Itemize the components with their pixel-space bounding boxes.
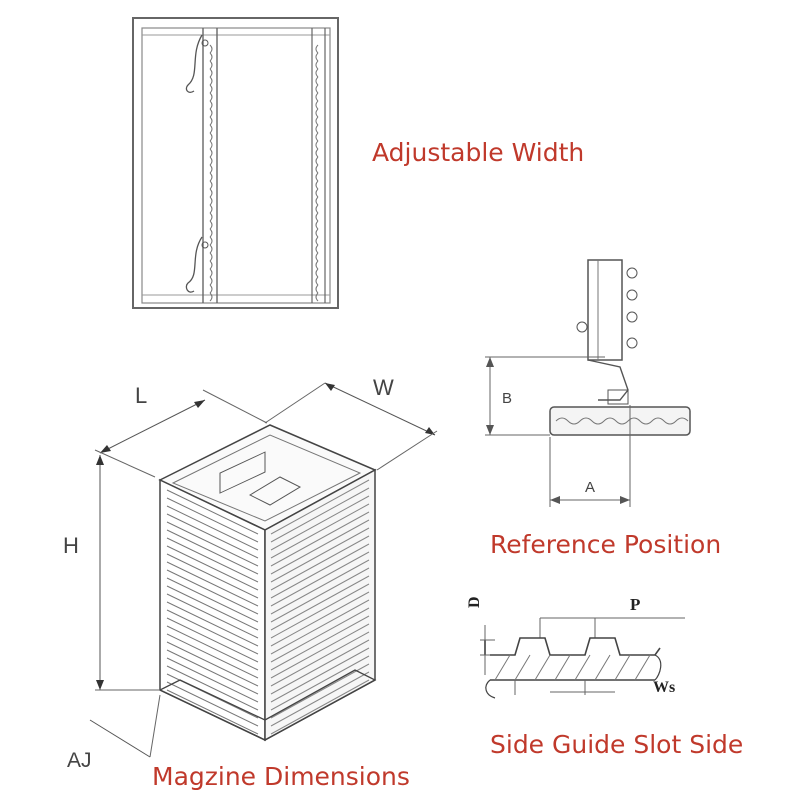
label-h: H xyxy=(63,533,79,558)
label-d: D xyxy=(466,596,483,608)
reference-position-diagram: B A xyxy=(470,255,700,515)
reference-position-drawing: B A xyxy=(485,259,691,507)
slot-side-diagram: D P Ws xyxy=(455,580,695,705)
magazine-drawing: L W H AJ xyxy=(63,375,438,772)
label-aj: AJ xyxy=(67,749,92,772)
caption-adjustable-width: Adjustable Width xyxy=(372,138,585,167)
adjustable-width-diagram xyxy=(130,15,345,315)
label-b: B xyxy=(502,390,512,407)
label-l: L xyxy=(135,383,147,408)
caption-side-guide-slot-side: Side Guide Slot Side xyxy=(490,730,744,759)
label-a: A xyxy=(585,479,595,496)
caption-reference-position: Reference Position xyxy=(490,530,722,559)
adjustable-width-drawing xyxy=(132,17,339,309)
caption-magazine-dimensions: Magzine Dimensions xyxy=(152,762,410,791)
label-ws: Ws xyxy=(653,679,675,696)
label-p: P xyxy=(630,595,640,614)
label-w: W xyxy=(373,375,394,400)
magazine-dimensions-diagram: L W H AJ xyxy=(55,365,450,775)
slot-side-drawing: D P Ws xyxy=(466,595,685,699)
